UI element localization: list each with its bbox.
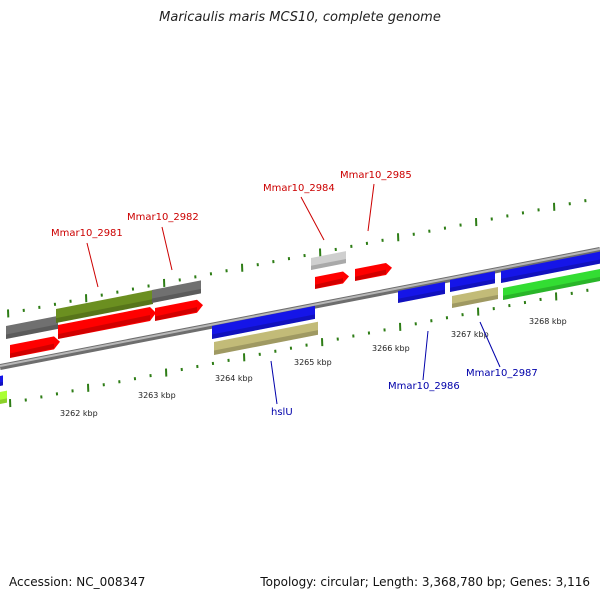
feature-red-2-shade (58, 314, 150, 339)
feature-plus-grey-1-shade (6, 324, 58, 339)
feature-plus-lightgrey-shade (311, 258, 346, 270)
leader-mmar10-2984 (300, 196, 325, 241)
ruler-label-3266: 3266 kbp (372, 344, 410, 353)
feature-plus-olive-shade (56, 299, 153, 323)
gene-label-mmar10-2985: Mmar10_2985 (340, 170, 412, 181)
ruler-label-3268: 3268 kbp (529, 317, 567, 326)
feature-plus-grey-1 (6, 315, 58, 339)
feature-khaki-2 (452, 287, 498, 308)
ruler-label-3265: 3265 kbp (294, 358, 332, 367)
leader-mmar10-2985 (367, 183, 375, 232)
feature-red-4 (315, 271, 349, 289)
leader-mmar10-2981 (86, 242, 99, 288)
leader-hslu (270, 360, 278, 405)
feature-red-5-shade (355, 269, 386, 281)
gene-label-hslu: hslU (271, 407, 293, 418)
gene-label-mmar10-2987: Mmar10_2987 (466, 368, 538, 379)
gene-label-mmar10-2982: Mmar10_2982 (127, 212, 199, 223)
ruler-label-3262: 3262 kbp (60, 409, 98, 418)
feature-red-5 (355, 262, 392, 281)
ruler-labels: 3262 kbp 3263 kbp 3264 kbp 3265 kbp 3266… (60, 317, 567, 418)
feature-red-2 (58, 307, 156, 339)
gene-label-mmar10-2986: Mmar10_2986 (388, 381, 460, 392)
gene-labels: Mmar10_2981 Mmar10_2982 Mmar10_2984 Mmar… (51, 170, 538, 418)
feature-blue-hslU-shade (212, 314, 315, 339)
feature-khaki-2-shade (452, 294, 498, 308)
feature-blue-2987-shade (450, 279, 495, 292)
feature-red-1 (10, 336, 60, 358)
accession-text: Accession: NC_008347 (9, 575, 146, 589)
feature-blue-edge (0, 375, 3, 386)
feature-blue-long-shade (501, 259, 600, 283)
gene-features (0, 251, 600, 404)
feature-plus-grey-2 (152, 280, 201, 303)
feature-red-1-shade (10, 343, 54, 358)
genome-summary-text: Topology: circular; Length: 3,368,780 bp… (260, 575, 590, 589)
feature-blue-long (501, 251, 600, 283)
ruler-ticks-outer (7, 199, 587, 318)
feature-khaki-1-shade (214, 330, 318, 355)
feature-plus-grey-2-shade (152, 288, 201, 303)
ruler-label-3267: 3267 kbp (451, 330, 489, 339)
feature-blue-hslU (212, 305, 315, 339)
leader-mmar10-2987 (479, 321, 501, 368)
feature-green-long-shade (503, 276, 600, 300)
ruler-ticks-inner (9, 288, 589, 408)
feature-red-3-shade (155, 307, 197, 321)
feature-blue-edge-shade (0, 381, 3, 386)
feature-plus-olive (56, 290, 153, 323)
feature-khaki-1 (214, 321, 318, 355)
ruler-label-3263: 3263 kbp (138, 391, 176, 400)
genome-title: Maricaulis maris MCS10, complete genome (159, 10, 441, 25)
feature-blue-2986-shade (398, 289, 445, 303)
gene-label-mmar10-2984: Mmar10_2984 (263, 183, 335, 194)
feature-red-3 (155, 299, 203, 321)
gene-label-mmar10-2981: Mmar10_2981 (51, 228, 123, 239)
feature-red-4-shade (315, 278, 343, 289)
ruler-label-3264: 3264 kbp (215, 374, 253, 383)
feature-yellow-green-edge-shade (0, 398, 7, 404)
feature-green-long (503, 269, 600, 300)
leader-mmar10-2982 (161, 226, 173, 271)
feature-blue-2986 (398, 281, 445, 303)
label-leader-lines (86, 183, 501, 405)
feature-yellow-green-edge (0, 390, 7, 404)
genome-backbone (0, 247, 600, 370)
feature-blue-2987 (450, 271, 495, 292)
feature-plus-lightgrey (311, 251, 346, 270)
leader-mmar10-2986 (422, 330, 429, 381)
